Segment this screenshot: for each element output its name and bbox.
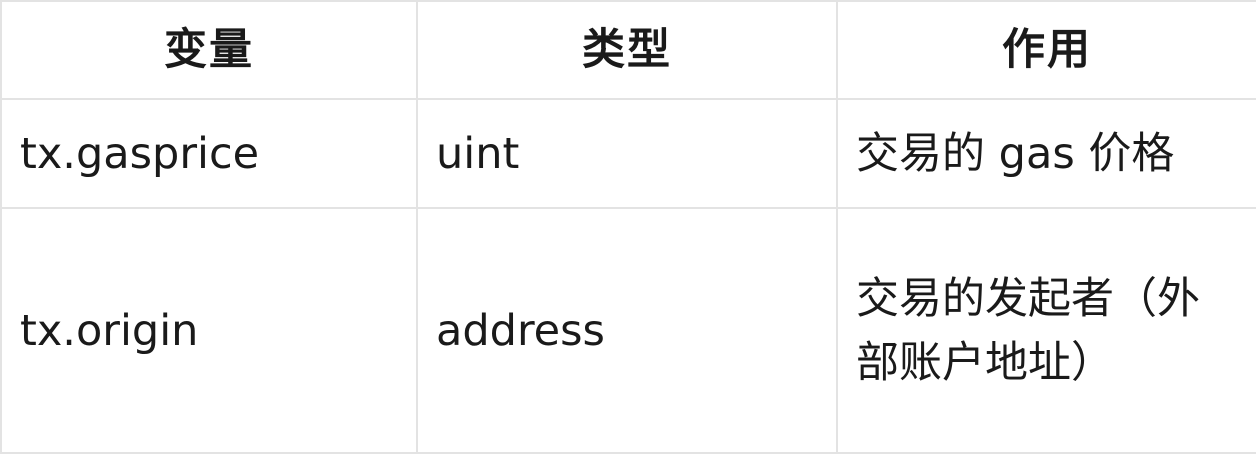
cell-purpose: 交易的发起者（外部账户地址）	[836, 207, 1256, 454]
cell-variable: tx.origin	[0, 207, 418, 454]
header-type: 类型	[416, 0, 838, 100]
table-header-row: 变量 类型 作用	[0, 0, 1256, 100]
cell-type: address	[416, 207, 838, 454]
cell-type: uint	[416, 97, 838, 210]
cell-variable: tx.gasprice	[0, 97, 418, 210]
cell-purpose: 交易的 gas 价格	[836, 97, 1256, 210]
header-variable: 变量	[0, 0, 418, 100]
table-row: tx.origin address 交易的发起者（外部账户地址）	[0, 207, 1256, 454]
table-row: tx.gasprice uint 交易的 gas 价格	[0, 97, 1256, 210]
header-purpose: 作用	[836, 0, 1256, 100]
